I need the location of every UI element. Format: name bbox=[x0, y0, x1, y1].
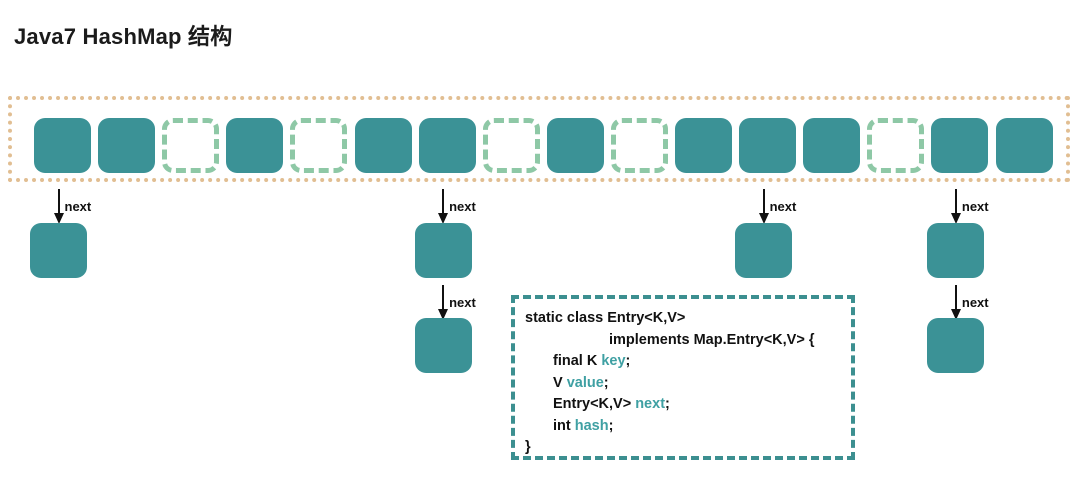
arrow-shaft bbox=[954, 189, 957, 216]
code-line-2: final K key; bbox=[525, 351, 841, 373]
next-arrow-6-0: next bbox=[438, 189, 476, 225]
entry-node-6-1[interactable] bbox=[414, 318, 472, 373]
code-token: ; bbox=[665, 396, 670, 412]
page-title: Java7 HashMap 结构 bbox=[14, 24, 233, 49]
entry-node-11-0[interactable] bbox=[735, 223, 793, 278]
code-listing: static class Entry<K,V> implements Map.En… bbox=[525, 308, 841, 459]
entry-node-14-0[interactable] bbox=[927, 223, 985, 278]
arrow-shaft bbox=[954, 285, 957, 312]
bucket-slot-3[interactable] bbox=[226, 118, 284, 173]
bucket-slot-9[interactable] bbox=[610, 118, 668, 173]
bucket-slot-8[interactable] bbox=[546, 118, 604, 173]
code-line-5: int hash; bbox=[525, 416, 841, 438]
bucket-array-container bbox=[8, 96, 1070, 182]
bucket-slot-1[interactable] bbox=[98, 118, 156, 173]
code-token: ; bbox=[625, 353, 631, 369]
bucket-slot-0[interactable] bbox=[34, 118, 91, 173]
bucket-slot-4[interactable] bbox=[290, 118, 348, 173]
code-line-3: V value; bbox=[525, 373, 841, 395]
code-line-1: implements Map.Entry<K,V> { bbox=[525, 330, 841, 352]
entry-node-0-0[interactable] bbox=[30, 223, 87, 278]
bucket-slot-11[interactable] bbox=[739, 118, 797, 173]
code-token: int bbox=[553, 417, 575, 434]
code-token: final K bbox=[553, 353, 602, 369]
entry-node-14-1[interactable] bbox=[927, 318, 985, 373]
code-token: ; bbox=[603, 374, 609, 391]
next-arrow-14-1: next bbox=[950, 285, 989, 321]
bucket-slot-13[interactable] bbox=[867, 118, 925, 173]
next-arrow-label: next bbox=[961, 199, 989, 214]
code-token: implements Map.Entry<K,V> { bbox=[609, 331, 815, 348]
next-arrow-6-1: next bbox=[438, 285, 476, 321]
arrow-shaft bbox=[442, 285, 445, 312]
bucket-slot-7[interactable] bbox=[482, 118, 540, 173]
arrow-shaft bbox=[442, 189, 445, 216]
code-identifier: key bbox=[601, 353, 626, 369]
code-token: ; bbox=[608, 417, 614, 434]
next-arrow-11-0: next bbox=[758, 189, 796, 225]
code-token: V bbox=[553, 374, 567, 391]
code-token: static class Entry<K,V> bbox=[525, 310, 686, 326]
next-arrow-label: next bbox=[961, 295, 989, 310]
next-arrow-label: next bbox=[449, 295, 476, 310]
bucket-slot-6[interactable] bbox=[418, 118, 476, 173]
bucket-slot-2[interactable] bbox=[162, 118, 220, 173]
bucket-slot-10[interactable] bbox=[675, 118, 732, 173]
bucket-slot-15[interactable] bbox=[995, 118, 1053, 173]
code-identifier: hash bbox=[574, 417, 609, 434]
entry-node-6-0[interactable] bbox=[414, 223, 472, 278]
code-identifier: value bbox=[566, 374, 604, 391]
next-arrow-label: next bbox=[64, 199, 92, 214]
bucket-slot-12[interactable] bbox=[803, 118, 861, 173]
arrow-shaft bbox=[57, 189, 60, 216]
next-arrow-label: next bbox=[449, 199, 476, 214]
bucket-slot-14[interactable] bbox=[931, 118, 989, 173]
code-line-0: static class Entry<K,V> bbox=[525, 308, 841, 330]
code-token: Entry<K,V> bbox=[553, 396, 636, 412]
next-arrow-14-0: next bbox=[950, 189, 989, 225]
next-arrow-label: next bbox=[769, 199, 797, 214]
bucket-slot-5[interactable] bbox=[354, 118, 412, 173]
code-line-4: Entry<K,V> next; bbox=[525, 394, 841, 416]
code-token: } bbox=[525, 439, 531, 455]
next-arrow-0-0: next bbox=[53, 189, 91, 225]
code-line-6: } bbox=[525, 437, 841, 459]
code-identifier: next bbox=[635, 396, 666, 412]
arrow-shaft bbox=[762, 189, 765, 216]
entry-class-code-box: static class Entry<K,V> implements Map.En… bbox=[511, 295, 855, 460]
